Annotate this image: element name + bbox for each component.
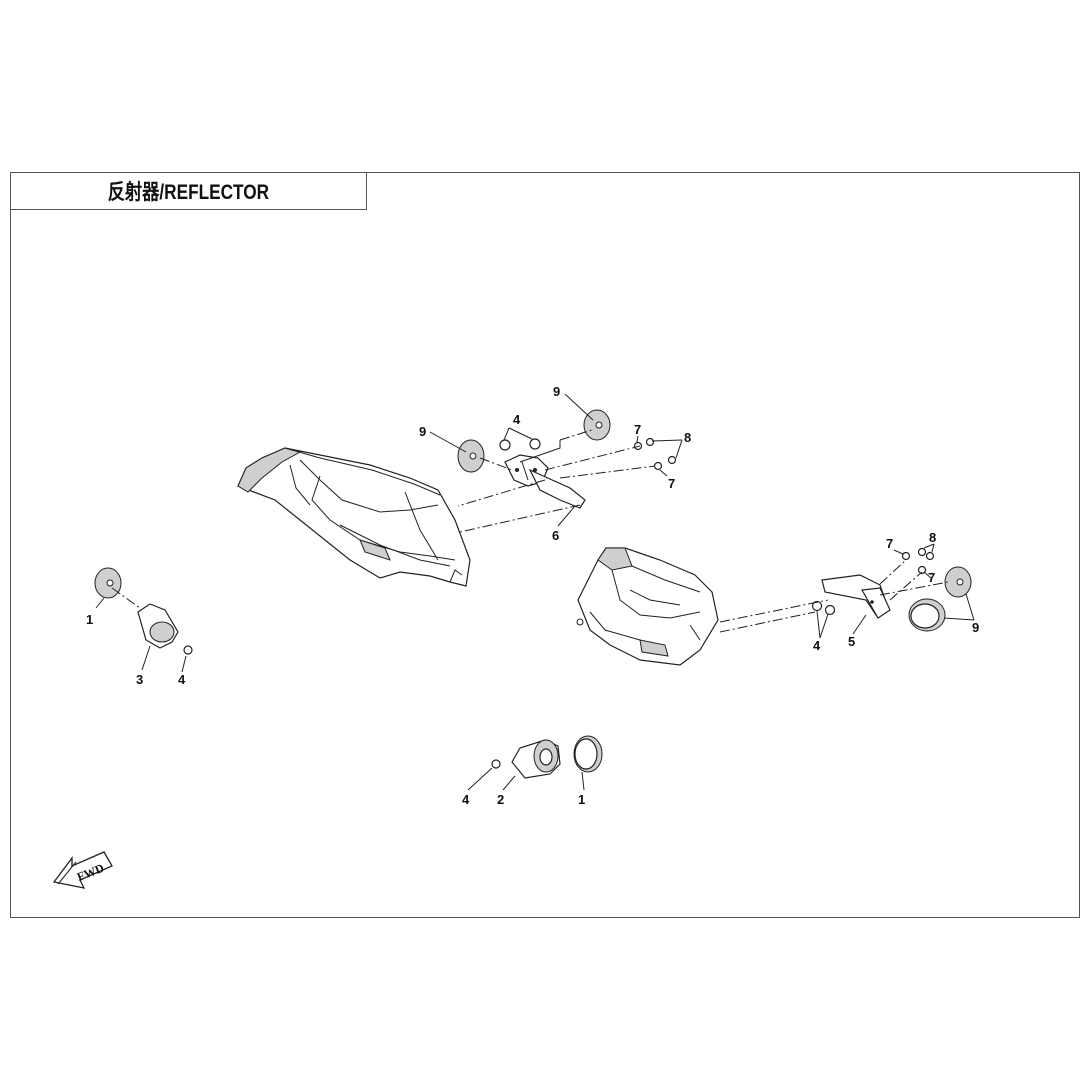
nut-4-left <box>183 645 193 655</box>
callout-4: 4 <box>178 672 186 687</box>
bolts-7-8-right <box>901 547 935 575</box>
callout-3: 3 <box>136 672 143 687</box>
nuts-4-upper <box>499 438 541 451</box>
fwd-arrow-icon: FWD <box>52 851 113 889</box>
bracket-5 <box>821 574 891 619</box>
callout-7: 7 <box>886 536 893 551</box>
reflector-9-right <box>944 566 972 598</box>
reflector-1-left <box>94 567 122 599</box>
callout-7: 7 <box>668 476 675 491</box>
callout-5: 5 <box>848 634 855 649</box>
callout-6: 6 <box>552 528 559 543</box>
right-fender-assembly <box>576 547 719 666</box>
title-block: 反射器/REFLECTOR <box>10 172 367 210</box>
drawing-frame <box>10 172 1080 918</box>
callout-4: 4 <box>513 412 521 427</box>
callout-9: 9 <box>553 384 560 399</box>
lens-9-right <box>908 598 946 632</box>
callout-4: 4 <box>813 638 821 653</box>
callout-8: 8 <box>684 430 691 445</box>
reflector-9-upper <box>583 409 611 441</box>
callout-8: 8 <box>929 530 936 545</box>
leader-lines <box>95 393 975 791</box>
callout-9: 9 <box>419 424 426 439</box>
callout-4: 4 <box>462 792 470 807</box>
callout-7: 7 <box>634 422 641 437</box>
housing-3 <box>137 603 179 649</box>
nut-4-center <box>491 759 501 769</box>
housing-2 <box>511 739 561 779</box>
callout-1: 1 <box>86 612 93 627</box>
callout-1: 1 <box>578 792 585 807</box>
callout-labels: 9 9 4 7 8 7 6 1 3 4 7 8 7 4 5 9 4 2 1 <box>86 384 979 807</box>
lens-1-center <box>573 735 603 773</box>
bolts-7-8-upper <box>633 437 677 471</box>
callout-9: 9 <box>972 620 979 635</box>
diagram-title: 反射器/REFLECTOR <box>107 180 269 204</box>
bracket-6 <box>504 454 586 509</box>
callout-2: 2 <box>497 792 504 807</box>
reflector-9-left <box>457 439 485 473</box>
callout-7: 7 <box>928 570 935 585</box>
left-fender-assembly <box>237 447 471 587</box>
nuts-4-right <box>811 600 836 616</box>
